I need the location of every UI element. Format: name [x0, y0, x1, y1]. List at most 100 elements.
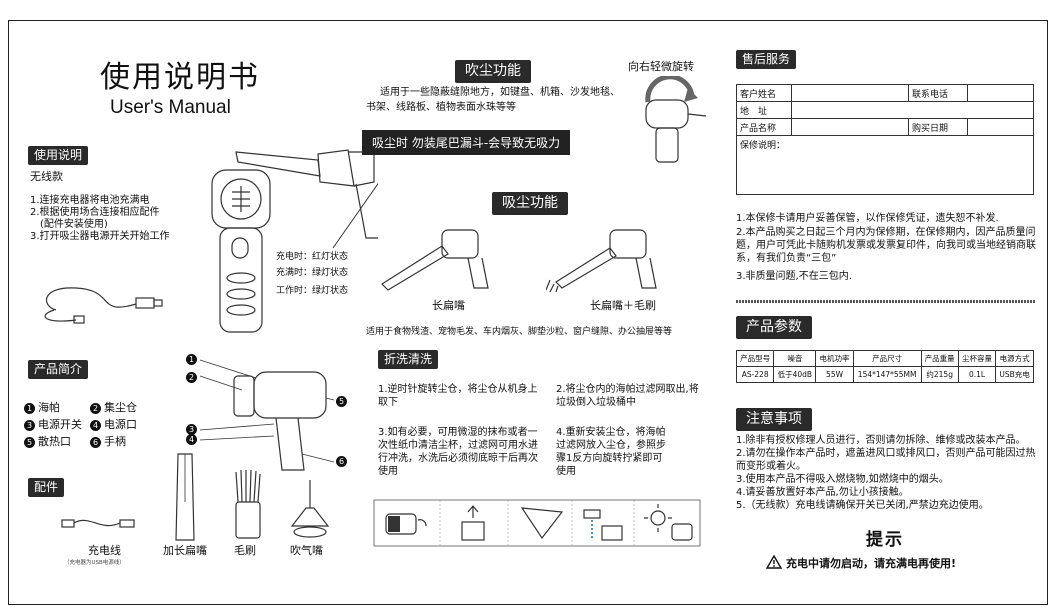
caution-2: 2.请勿在操作本产品时，遮盖进风口或排风口，否则产品可能因过热而变形或着火。: [736, 448, 1036, 472]
spec-val-power: 55W: [815, 366, 854, 383]
product-name-field[interactable]: [791, 118, 909, 136]
phone-field[interactable]: [967, 84, 1034, 102]
phone-label: 联系电话: [908, 84, 968, 102]
callout-5: 5: [336, 396, 347, 407]
rotate-note: 向右轻微旋转: [628, 60, 694, 73]
purchase-date-field[interactable]: [967, 118, 1034, 136]
blow-header: 吹尘功能: [455, 60, 531, 83]
cleaning-step-4: 4.重新安装尘仓，将海帕过滤网放入尘仓，参照步骤1反方向旋转拧紧即可使用: [556, 427, 666, 477]
long-nozzle-illustration: [175, 453, 195, 541]
callout-3: 3: [186, 424, 197, 435]
usb-cable-illustration: [44, 287, 163, 324]
title-en: User's Manual: [110, 97, 231, 118]
cable-accessory-illustration: [61, 519, 135, 528]
tip-warning-text: 充电中请勿启动，请充满电再使用!: [786, 557, 957, 570]
part-5-num: 5: [24, 436, 35, 448]
cleaning-step-3: 3.如有必要，可用微湿的抹布或者一次性纸巾清洁尘杯，过滤网可用水进行冲洗，水洗后…: [378, 427, 538, 477]
usage-header: 使用说明: [28, 146, 89, 165]
blower-nozzle-illustration: [290, 480, 330, 538]
caution-5: 5.（无线款）充电线请确保开关已关闭,严禁边充边使用。: [736, 500, 989, 511]
specs-header-row: 产品型号 噪音 电机功率 产品尺寸 产品重量 尘杯容量 电源方式: [735, 350, 1034, 367]
vacuum-front-illustration: [211, 169, 271, 333]
cleaning-steps-strip: [373, 499, 701, 547]
part-6-name: 手柄: [104, 435, 126, 448]
vacuum-parts-diagram: [199, 359, 335, 471]
part-2-name: 集尘仓: [104, 401, 137, 414]
spec-val-noise: 低于40dB: [773, 366, 817, 383]
caution-4: 4.请妥善放置好本产品,勿让小孩接触。: [736, 487, 909, 498]
no-funnel-warning-banner: 吸尘时 勿装尾巴漏斗-会导致无吸力: [362, 130, 571, 155]
spec-val-weight: 约215g: [920, 366, 959, 383]
spec-col-capacity: 尘杯容量: [957, 350, 997, 367]
specs-value-row: AS-228 低于40dB 55W 154*147*55MM 约215g 0.1…: [735, 366, 1034, 383]
after-sales-note-1: 1.本保修卡请用户妥善保管，以作保修凭证，遗失恕不补发.: [736, 213, 999, 224]
cautions-header: 注意事项: [736, 408, 812, 431]
suction-header: 吸尘功能: [492, 192, 568, 215]
long-nozzle-mode-illustration: [381, 229, 489, 291]
warranty-note-label: 保修说明：: [740, 141, 786, 151]
caution-3: 3.使用本产品不得吸入燃烧物,如燃烧中的烟头。: [736, 474, 949, 485]
cleaning-header: 折洗清洗: [378, 350, 439, 369]
callout-1: 1: [186, 354, 197, 365]
spec-col-size: 产品尺寸: [852, 350, 922, 367]
part-4-name: 电源口: [104, 418, 137, 431]
purchase-date-label: 购买日期: [908, 118, 968, 136]
accessory-blower: 吹气嘴: [290, 544, 323, 557]
address-field[interactable]: [791, 101, 1034, 119]
after-sales-header: 售后服务: [736, 50, 797, 69]
page-frame: [8, 20, 1048, 605]
title-cn: 使用说明书: [100, 60, 260, 95]
blow-desc-1: 适用于一些隐蔽缝隙地方，如键盘、机箱、沙发地毯、: [380, 87, 620, 98]
blower-rotate-illustration: [645, 76, 707, 163]
spec-col-power: 电机功率: [815, 350, 854, 367]
product-name-label: 产品名称: [736, 118, 792, 136]
spec-col-power-source: 电源方式: [995, 350, 1034, 367]
usage-step-3: 3.打开吸尘器电源开关开始工作: [30, 231, 170, 242]
customer-name-label: 客户姓名: [736, 84, 792, 102]
customer-name-field[interactable]: [791, 84, 909, 102]
accessory-long-nozzle: 加长扁嘴: [163, 544, 207, 557]
spec-val-power-source: USB充电: [995, 366, 1034, 383]
callout-4: 4: [186, 434, 197, 445]
spec-val-capacity: 0.1L: [957, 366, 997, 383]
status-charging: 充电时：红灯状态: [276, 252, 349, 262]
callout-2: 2: [186, 372, 197, 383]
warranty-card-table: 客户姓名 联系电话 地 址 产品名称 购买日期 保修说明：: [736, 84, 1034, 195]
usage-step-2-note: (配件安装使用): [40, 219, 108, 230]
part-1-name: 海帕: [38, 401, 60, 414]
spec-val-size: 154*147*55MM: [852, 366, 922, 383]
suction-desc: 适用于食物残渣、宠物毛发、车内烟灰、脚垫沙粒、窗户缝隙、办公抽屉等等: [366, 327, 673, 337]
cleaning-step-1: 1.逆时针旋转尘仓，将尘仓从机身上取下: [378, 384, 538, 408]
accessory-brush: 毛刷: [234, 544, 256, 557]
part-6-num: 6: [90, 436, 101, 448]
tip-title: 提示: [866, 530, 904, 550]
spec-col-noise: 噪音: [773, 350, 817, 367]
cable-note: （充电器为USB电源线）: [64, 560, 125, 566]
callout-6: 6: [336, 456, 347, 467]
part-3-num: 3: [24, 419, 35, 431]
specs-table: 产品型号 噪音 电机功率 产品尺寸 产品重量 尘杯容量 电源方式 AS-228 …: [735, 350, 1034, 383]
usage-step-2: 2.根据使用场合连接相应配件: [30, 207, 160, 218]
accessory-cable: 充电线: [88, 544, 121, 557]
part-2-num: 2: [90, 402, 101, 414]
usage-step-1: 1.连接充电器将电池充满电: [30, 195, 150, 206]
blow-desc-2: 书架、线路板、植物表面水珠等等: [366, 102, 516, 113]
part-1-num: 1: [24, 402, 35, 414]
suction-label-2: 长扁嘴＋毛刷: [590, 299, 656, 312]
warranty-note-field[interactable]: 保修说明：: [736, 135, 1034, 195]
tip-warning: 充电中请勿启动，请充满电再使用!: [765, 554, 957, 571]
section-divider: [736, 300, 1036, 303]
status-full: 充满时：绿灯状态: [276, 268, 349, 278]
cleaning-step-2: 2.将尘仓内的海帕过滤网取出,将垃圾倒入垃圾桶中: [556, 384, 699, 408]
specs-header: 产品参数: [736, 316, 812, 339]
caution-1: 1.除非有授权修理人员进行，否则请勿拆除、维修或改装本产品。: [736, 435, 1026, 446]
after-sales-note-3: 3.非质量问题,不在三包内.: [736, 271, 852, 282]
status-working: 工作时：绿灯状态: [276, 286, 349, 296]
part-4-num: 4: [90, 419, 101, 431]
